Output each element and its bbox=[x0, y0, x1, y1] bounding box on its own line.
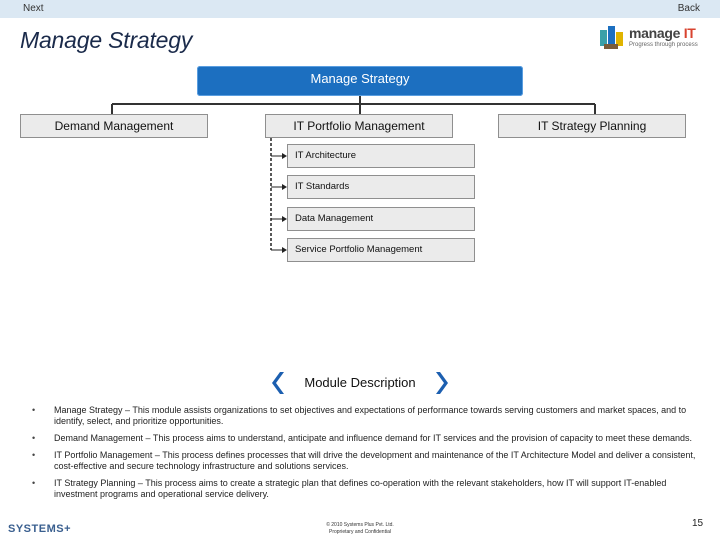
back-link[interactable]: Back bbox=[677, 3, 700, 14]
copyright-line-1: © 2010 Systems Plus Pvt. Ltd. bbox=[326, 522, 394, 528]
logo-wordmark: manage IT bbox=[629, 25, 696, 41]
description-item-manage-strategy: Manage Strategy – This module assists or… bbox=[30, 405, 702, 427]
systems-plus-logo: SYSTEMS+ bbox=[8, 523, 71, 535]
sub-node-data-management: Data Management bbox=[287, 207, 475, 231]
footer-copyright: © 2010 Systems Plus Pvt. Ltd. Proprietar… bbox=[300, 522, 420, 536]
manage-it-logo-mark-icon bbox=[600, 26, 623, 49]
root-node-manage-strategy: Manage Strategy bbox=[197, 66, 523, 96]
sub-node-it-standards: IT Standards bbox=[287, 175, 475, 199]
logo-word-main: manage bbox=[629, 25, 684, 41]
sub-node-it-architecture: IT Architecture bbox=[287, 144, 475, 168]
module-node-demand-management: Demand Management bbox=[20, 114, 208, 138]
next-link[interactable]: Next bbox=[23, 3, 44, 14]
logo-tagline: Progress through process bbox=[629, 42, 698, 48]
top-navigation-bar: Next Back bbox=[0, 0, 720, 18]
module-node-it-strategy-planning: IT Strategy Planning bbox=[498, 114, 686, 138]
sub-node-service-portfolio-management: Service Portfolio Management bbox=[287, 238, 475, 262]
description-item-demand-management: Demand Management – This process aims to… bbox=[30, 433, 702, 444]
right-bracket-icon bbox=[436, 372, 448, 394]
module-description-heading: Module Description bbox=[272, 371, 448, 395]
page-number: 15 bbox=[692, 518, 704, 529]
description-item-it-strategy-planning: IT Strategy Planning – This process aims… bbox=[30, 478, 702, 500]
logo-word-accent: IT bbox=[683, 25, 696, 41]
module-description-list: Manage Strategy – This module assists or… bbox=[30, 405, 702, 506]
module-description-title: Module Description bbox=[304, 375, 416, 390]
left-bracket-icon bbox=[272, 372, 284, 394]
module-node-it-portfolio-management: IT Portfolio Management bbox=[265, 114, 453, 138]
description-item-it-portfolio-management: IT Portfolio Management – This process d… bbox=[30, 450, 702, 472]
page-title: Manage Strategy bbox=[20, 27, 193, 53]
manage-it-logo: manage IT Progress through process bbox=[598, 24, 708, 52]
copyright-line-2: Proprietary and Confidential bbox=[329, 529, 391, 535]
